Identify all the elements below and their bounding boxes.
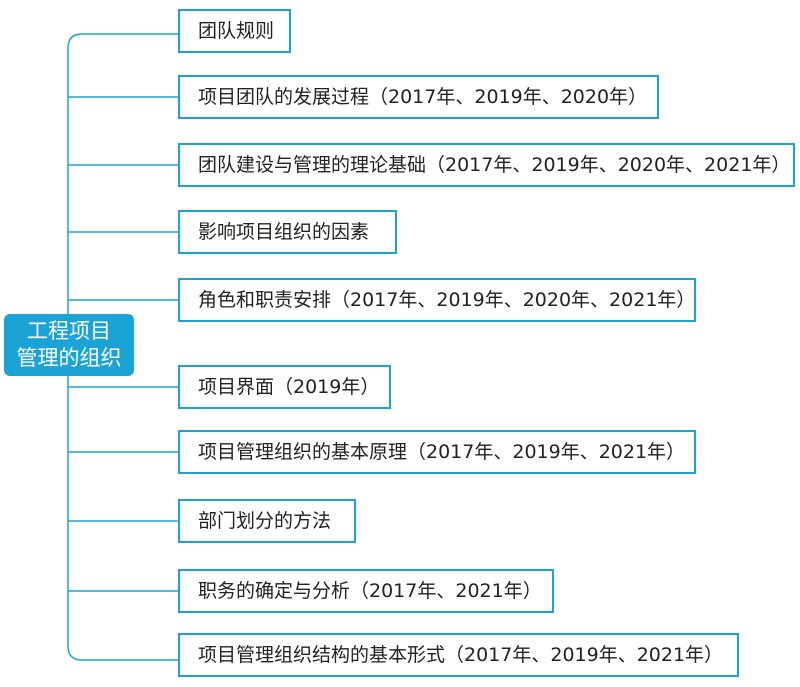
branch-node-influencing-factors: 影响项目组织的因素 — [178, 210, 397, 254]
branch-node-team-building-theory: 团队建设与管理的理论基础（2017年、2019年、2020年、2021年） — [178, 143, 795, 187]
root-node-line-1: 工程项目 — [27, 319, 111, 343]
branch-node-organization-principles: 项目管理组织的基本原理（2017年、2019年、2021年） — [178, 430, 696, 474]
root-node-line-2: 管理的组织 — [16, 346, 122, 370]
branch-node-roles-responsibilities: 角色和职责安排（2017年、2019年、2020年、2021年） — [178, 278, 696, 322]
branch-node-project-interface: 项目界面（2019年） — [178, 365, 391, 409]
branch-node-department-division: 部门划分的方法 — [178, 499, 356, 543]
branch-node-job-analysis: 职务的确定与分析（2017年、2021年） — [178, 569, 554, 613]
branch-node-organization-structure-forms: 项目管理组织结构的基本形式（2017年、2019年、2021年） — [178, 633, 739, 677]
trunk-line — [67, 33, 178, 661]
root-node: 工程项目 管理的组织 — [4, 314, 134, 376]
branch-node-team-rules: 团队规则 — [178, 9, 291, 53]
branch-node-team-development: 项目团队的发展过程（2017年、2019年、2020年） — [178, 75, 659, 119]
